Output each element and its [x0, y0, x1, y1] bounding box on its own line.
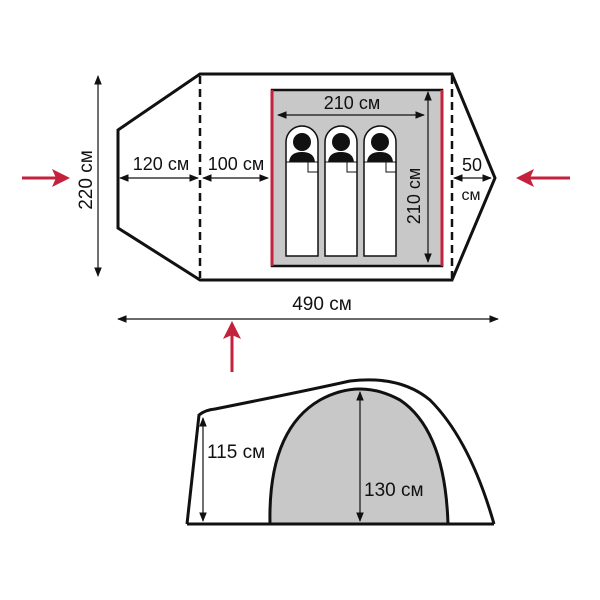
sleeping-bag [285, 125, 319, 257]
label-inner-width: 210 см [324, 93, 380, 113]
label-inner-height: 130 см [364, 480, 424, 501]
entrance-arrow-left [22, 169, 70, 187]
sleeping-bags [285, 125, 397, 257]
label-back-vestibule-unit: см [462, 187, 481, 204]
label-back-vestibule-num: 50 [462, 155, 482, 175]
entrance-arrow-right [516, 169, 570, 187]
sleeping-bag [324, 125, 358, 257]
label-total-width: 220 см [76, 150, 97, 210]
label-inner-length: 210 см [404, 168, 424, 224]
label-rear-vestibule: 100 см [208, 154, 264, 174]
label-total-length: 490 см [292, 294, 352, 315]
sleeping-bag [363, 125, 397, 257]
entrance-arrow-bottom [223, 321, 241, 372]
label-vestibule-height: 115 см [207, 442, 265, 463]
label-front-vestibule: 120 см [133, 154, 189, 174]
